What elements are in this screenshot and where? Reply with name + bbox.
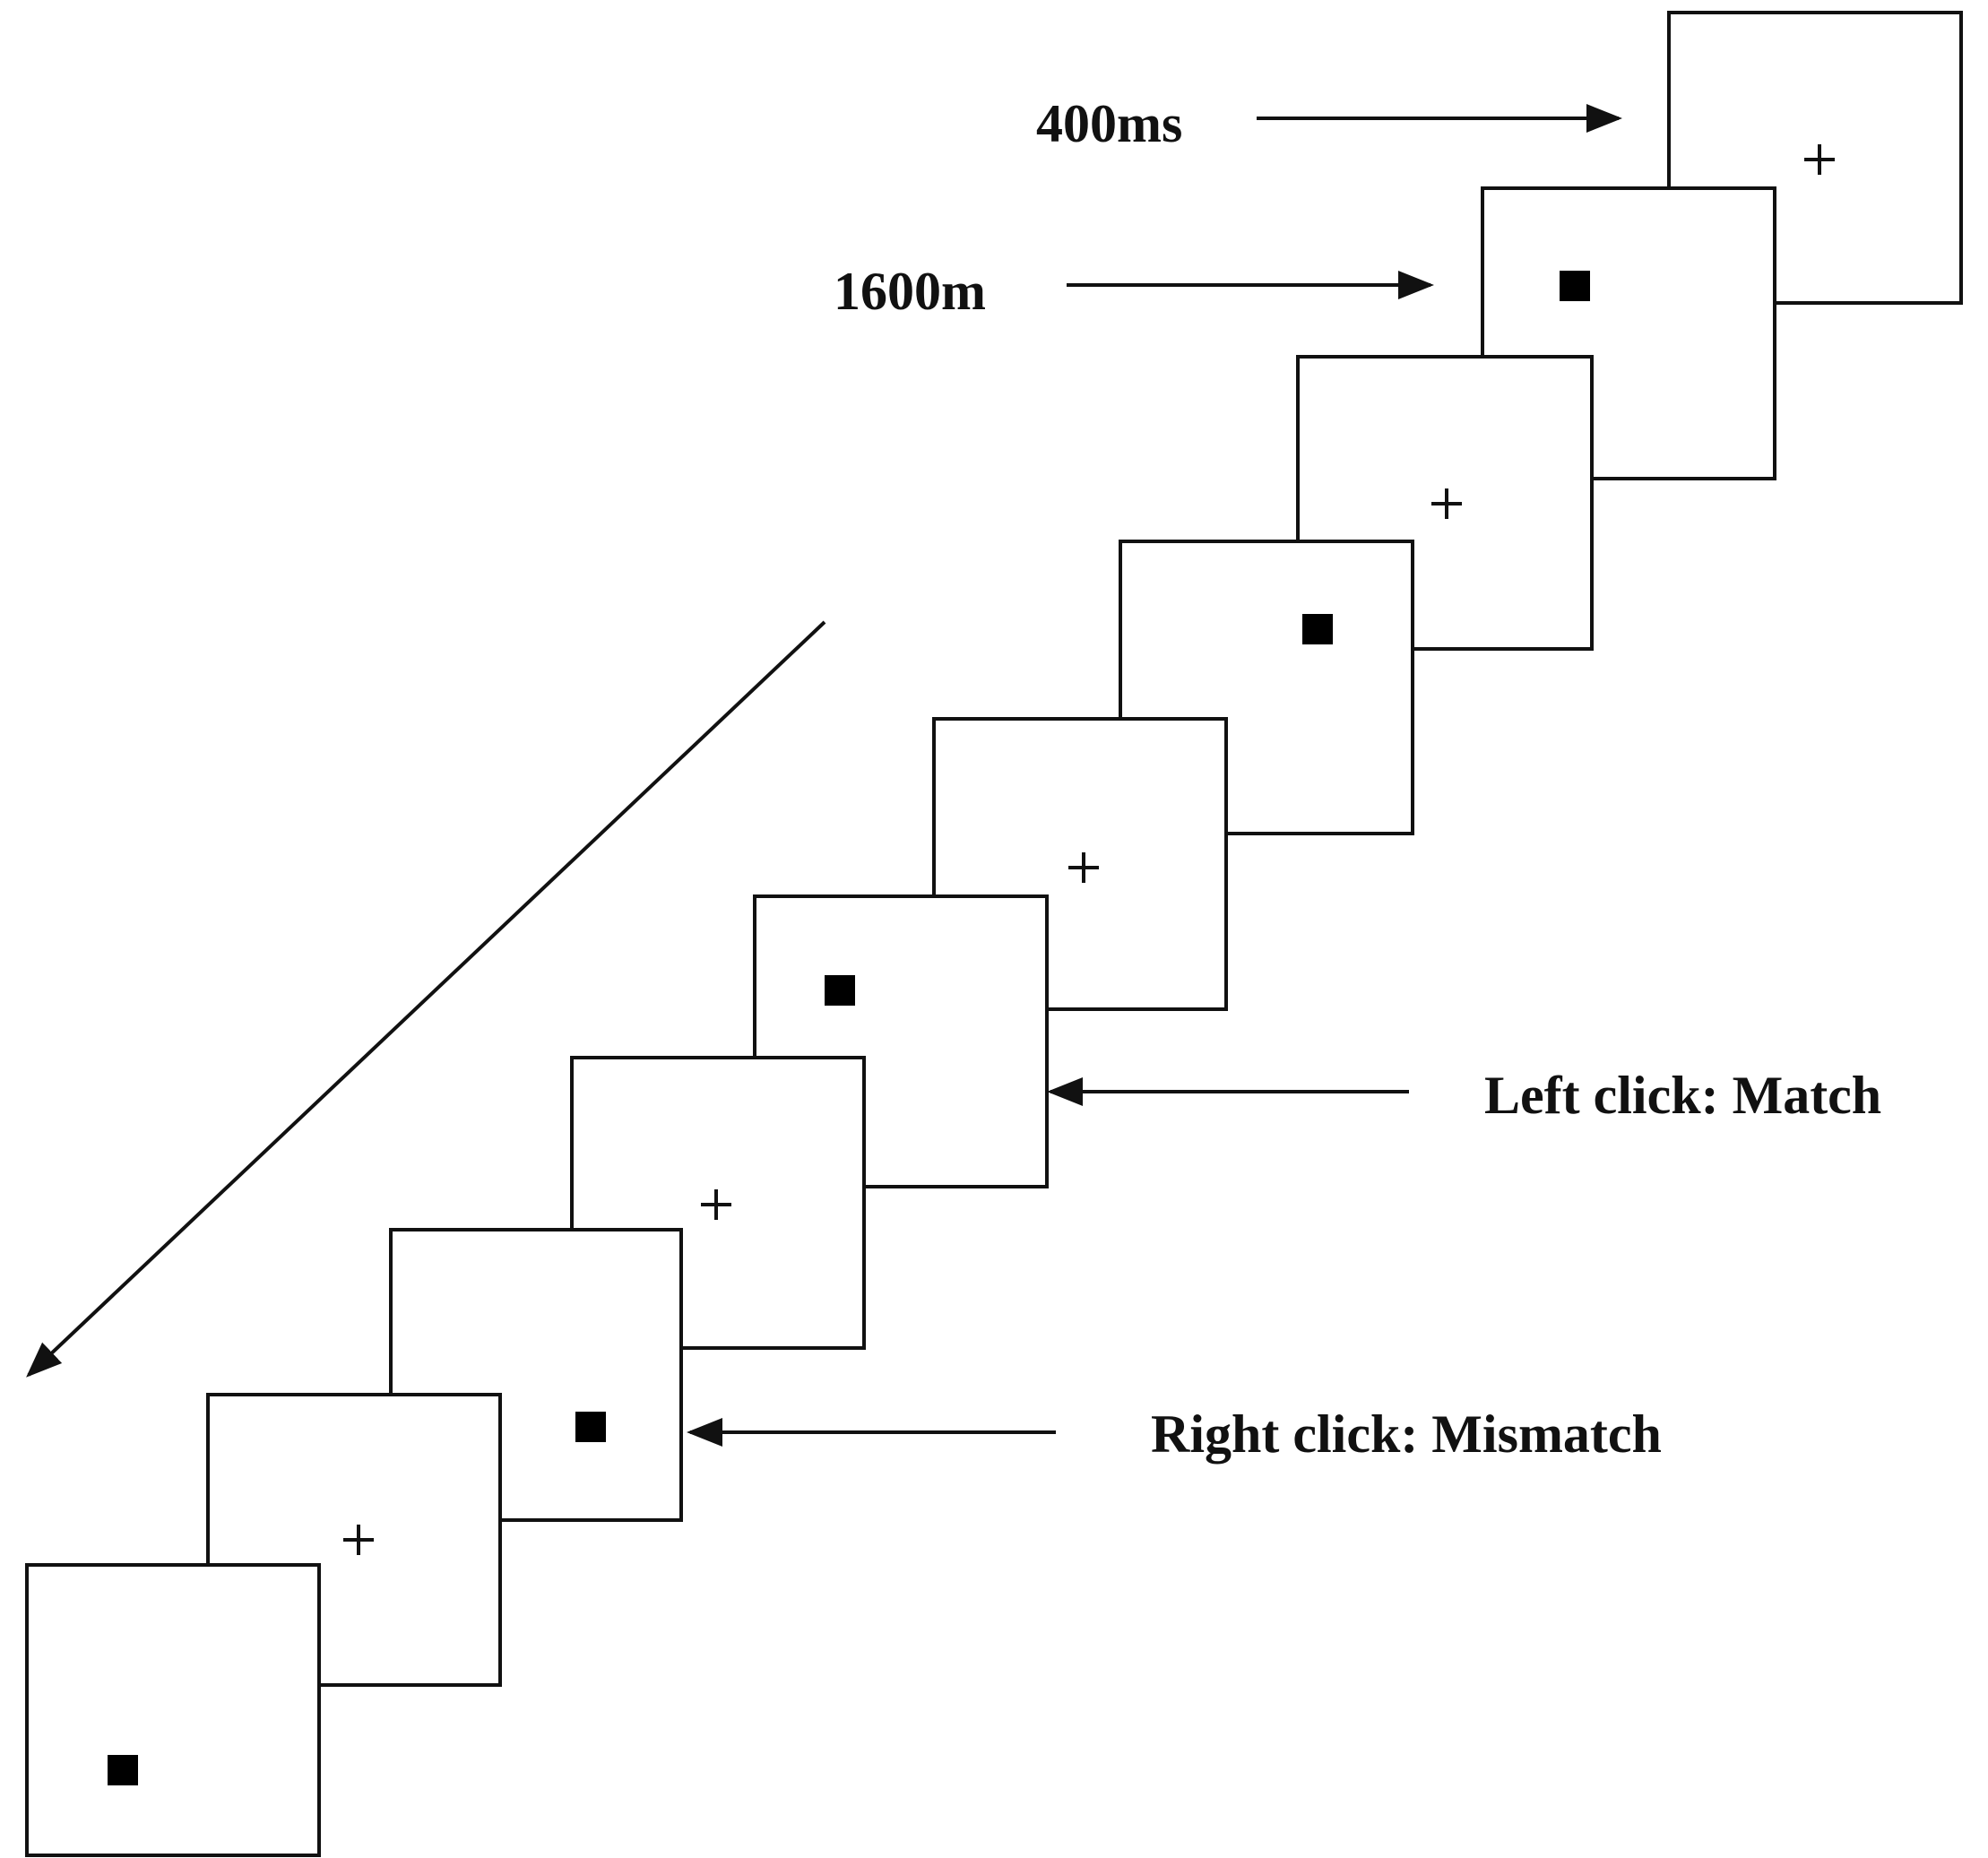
- right-click-label: Right click: Mismatch: [1151, 1404, 1662, 1464]
- fixation-cross: [1804, 144, 1835, 175]
- fixation-duration-label: 400ms: [1036, 94, 1183, 153]
- left-click-label: Left click: Match: [1484, 1066, 1882, 1125]
- stimulus-square: [575, 1412, 606, 1442]
- stimulus-duration-label: 1600m: [834, 262, 986, 321]
- stimulus-square: [1560, 271, 1590, 301]
- fixation-cross: [343, 1525, 374, 1555]
- stimulus-square: [108, 1755, 138, 1785]
- frame-10: [25, 1563, 321, 1857]
- fixation-cross: [1431, 488, 1462, 519]
- frame-2: [1481, 186, 1776, 480]
- fixation-cross: [1068, 852, 1099, 883]
- stimulus-square: [825, 975, 855, 1006]
- fixation-cross: [701, 1189, 731, 1220]
- stimulus-square: [1302, 614, 1333, 644]
- time-direction-arrow: [26, 620, 826, 1378]
